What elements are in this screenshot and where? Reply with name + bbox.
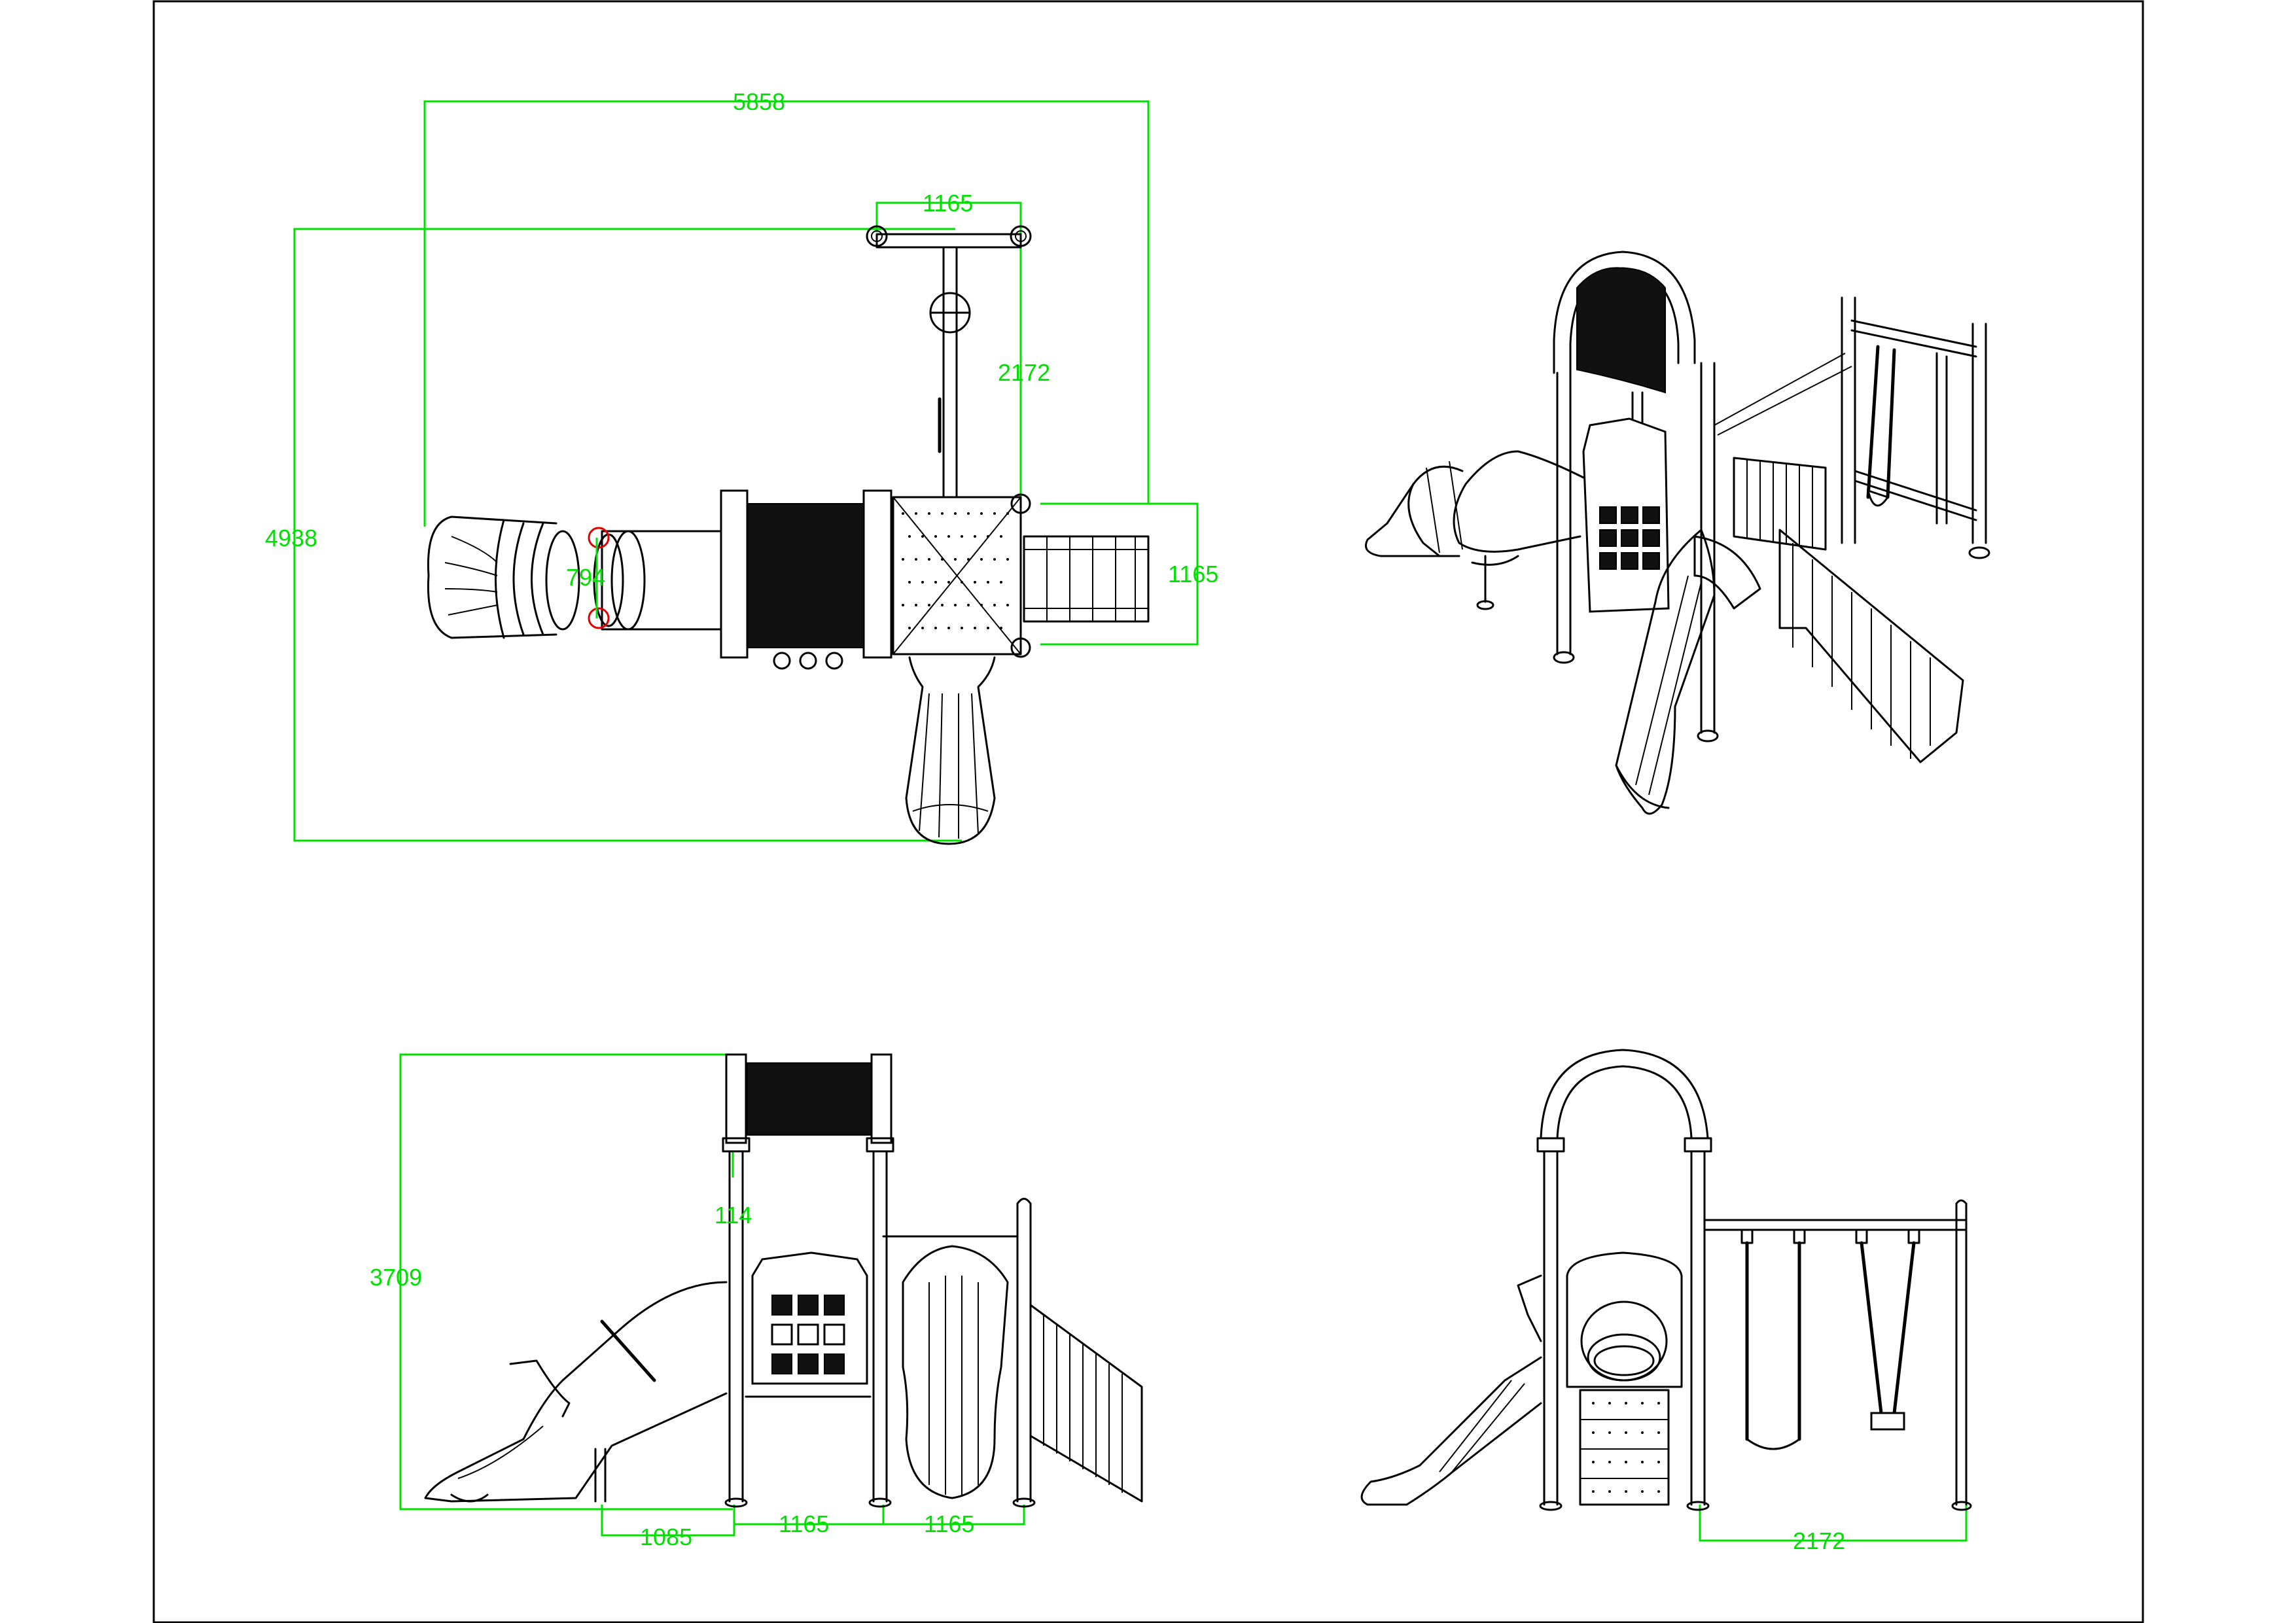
plan-view: [293, 100, 1199, 845]
dim-roof-offset: 114: [715, 1202, 752, 1229]
front-elevation: [399, 1053, 1143, 1537]
dim-stair-width: 1165: [1168, 561, 1218, 587]
dim-overall-length: 5858: [733, 88, 785, 115]
plan-dimension-labels: 5858 4938 1165 2172 1165 794: [265, 88, 1218, 591]
dim-tube-diameter: 794: [566, 564, 605, 591]
perspective-view: [1365, 251, 1990, 815]
dim-bay-2: 1165: [924, 1510, 974, 1537]
front-dimension-labels: 3709 114 1085 1165 1165: [370, 1202, 974, 1550]
dim-overall-width: 4938: [265, 525, 317, 551]
dim-post-to-deck: 2172: [998, 359, 1050, 386]
side-elevation: [1360, 1049, 1972, 1542]
dim-bay-1: 1165: [779, 1510, 829, 1537]
side-dimension-labels: 2172: [1793, 1527, 1845, 1554]
dim-post-spacing: 1165: [923, 190, 973, 217]
dim-overall-height: 3709: [370, 1264, 422, 1291]
sheet-border: [152, 0, 2144, 1623]
dim-swing-span: 2172: [1793, 1527, 1845, 1554]
dim-slide-run: 1085: [640, 1524, 692, 1550]
